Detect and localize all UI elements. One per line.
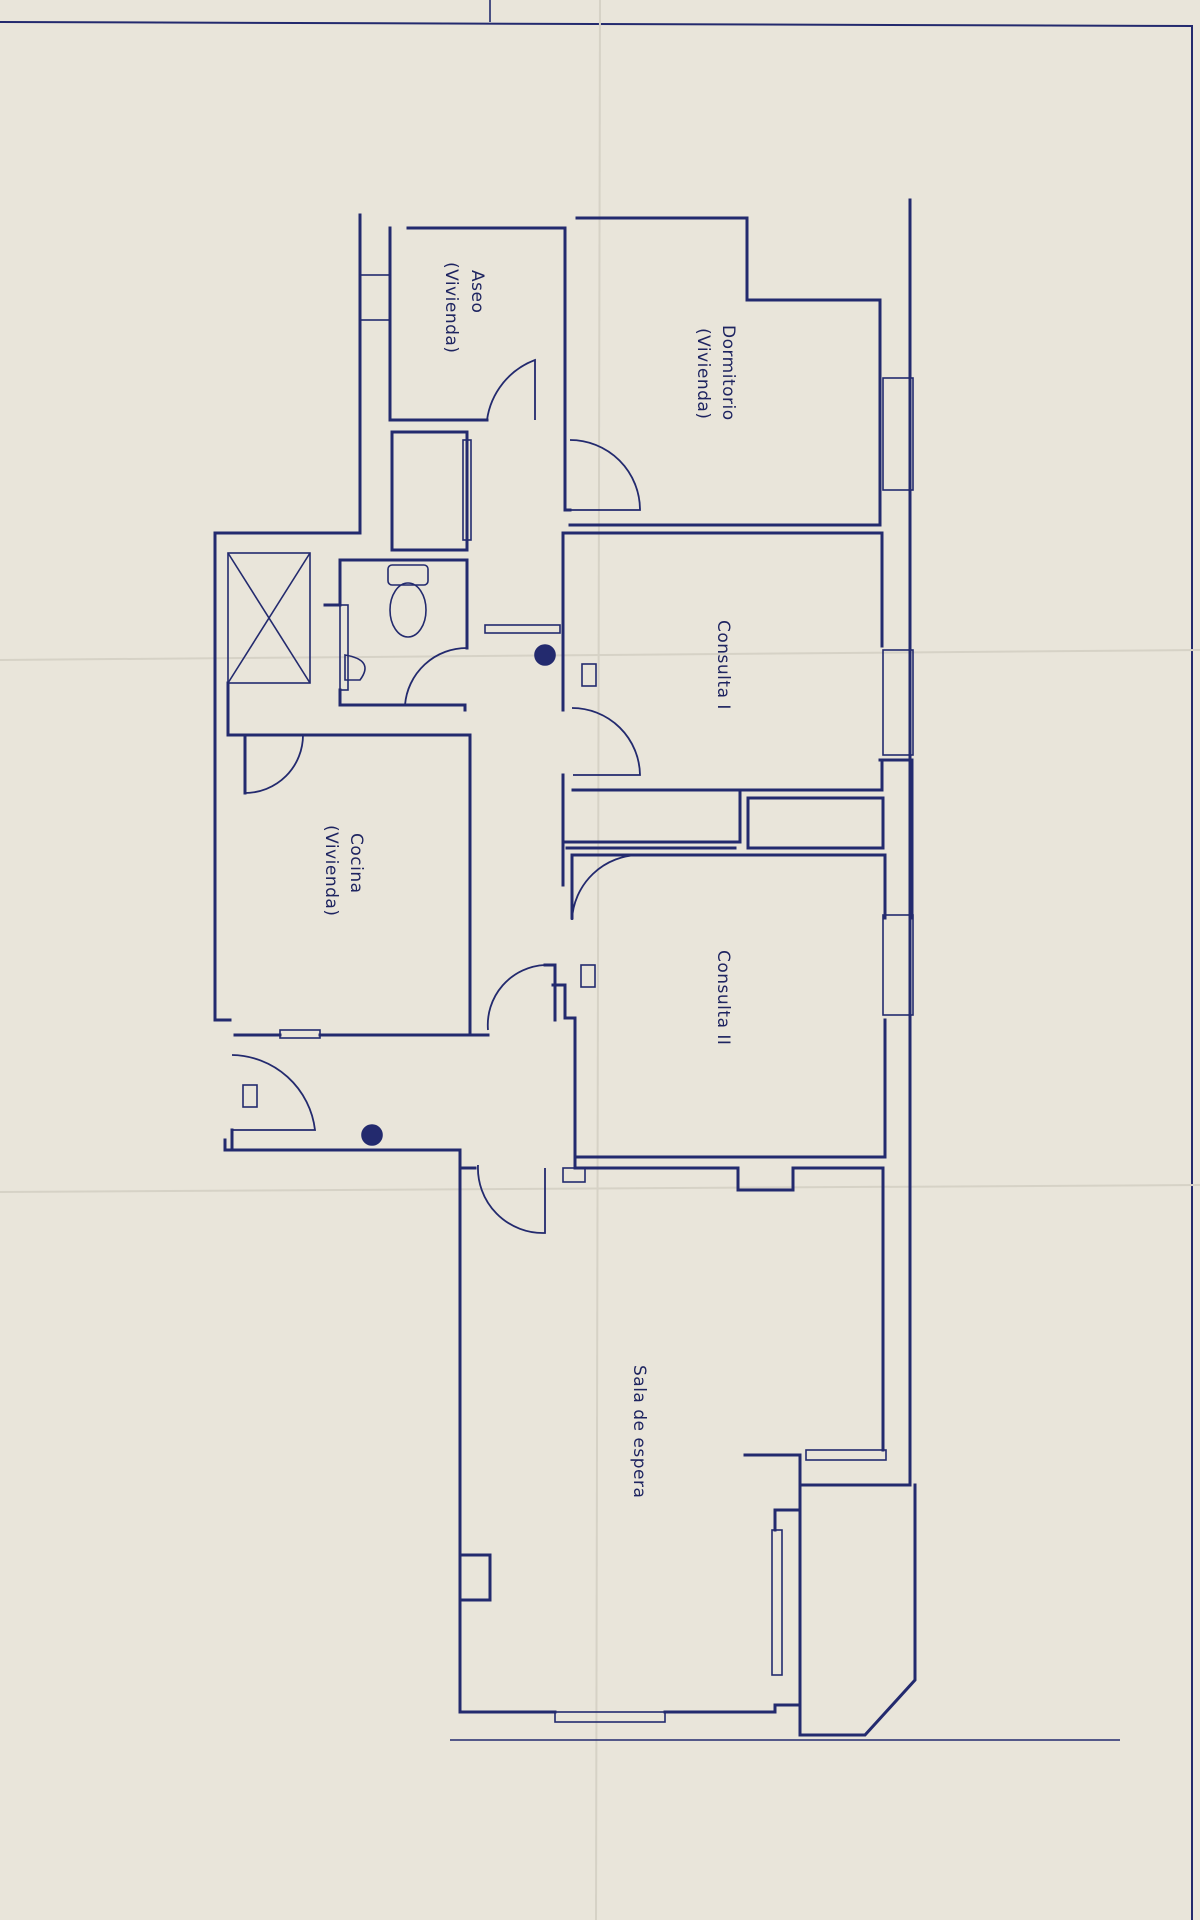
room-sublabel-aseo: (Vivienda) (441, 262, 461, 353)
room-label-consulta-2: Consulta II (713, 950, 733, 1045)
room-consulta-2: Consulta II (551, 853, 887, 1159)
symbols (242, 644, 556, 1146)
room-cocina: Cocina (Vivienda) (233, 733, 557, 1039)
room-sala-espera: Sala de espera (458, 1155, 885, 1602)
room-sublabel-dormitorio: (Vivienda) (693, 328, 713, 419)
room-label-sala-espera: Sala de espera (629, 1365, 649, 1498)
room-consulta-1: Consulta I (561, 531, 884, 844)
room-aseo: Aseo (Vivienda) (388, 226, 567, 432)
room-label-dormitorio: Dormitorio (718, 325, 738, 421)
closets (561, 758, 914, 920)
room-label-cocina: Cocina (346, 833, 366, 894)
shaft (226, 552, 312, 795)
bathroom-block (323, 430, 561, 712)
room-sublabel-cocina: (Vivienda) (321, 825, 341, 916)
room-label-consulta-1: Consulta I (713, 620, 733, 710)
room-dormitorio: Dormitorio (Vivienda) (563, 216, 882, 527)
entry-door (230, 1054, 317, 1152)
outer-walls (213, 198, 1120, 1741)
room-label-aseo: Aseo (467, 270, 487, 313)
